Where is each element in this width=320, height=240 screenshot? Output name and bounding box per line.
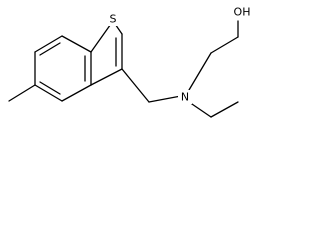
bond-n-ch2: [188, 52, 212, 91]
bond-c7-c7a: [61, 35, 92, 53]
bond-c3-c3a: [90, 68, 123, 86]
hydroxyl-group-label: OH: [234, 6, 251, 19]
molecule-structure: S N OH: [8, 5, 252, 118]
bond-ch2-n: [148, 95, 182, 103]
bond-c3a-c4: [61, 84, 92, 102]
sulfur-atom-label: S: [110, 13, 117, 26]
bond-c6-c7: [34, 35, 63, 53]
nitrogen-atom-label: N: [181, 91, 189, 104]
bond-methyl: [8, 84, 36, 102]
bond-c4-c5: [34, 84, 63, 102]
benzene-ring: [34, 35, 92, 102]
double-bond-c6-c7: [39, 42, 61, 56]
bond-c7a-s: [90, 20, 114, 53]
thiophene-ring: [90, 20, 123, 86]
bond-c3-ch2: [121, 68, 150, 103]
bond-n-ethyl-ch2: [188, 101, 212, 118]
bond-ethyl-ch2-ch3: [210, 101, 239, 118]
double-bond-c4-c5: [39, 81, 61, 95]
bond-ch2-ch2: [210, 36, 239, 54]
